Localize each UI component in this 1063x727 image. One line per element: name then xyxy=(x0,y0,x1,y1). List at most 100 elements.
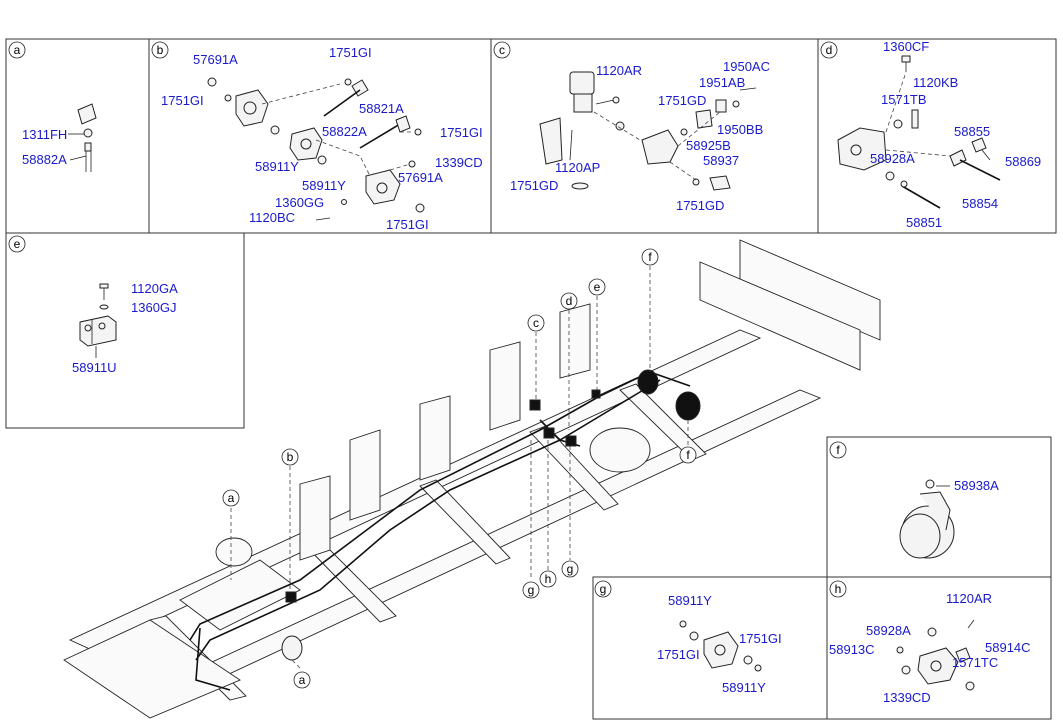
part-label-58914C: 58914C xyxy=(985,640,1031,655)
brake-chamber-f-lower xyxy=(675,391,701,421)
part-label-1751GD-3: 1751GD xyxy=(676,198,724,213)
part-label-58851: 58851 xyxy=(906,215,942,230)
part-label-58911Y-g1: 58911Y xyxy=(668,593,712,608)
part-label-58911Y-2: 58911Y xyxy=(302,178,346,193)
panel-f-parts xyxy=(899,479,955,559)
chassis-frame xyxy=(63,239,881,719)
panel-e-parts xyxy=(79,283,117,358)
part-label-58855: 58855 xyxy=(954,124,990,139)
part-label-1751GI-1: 1751GI xyxy=(329,45,372,60)
part-label-57691A-2: 57691A xyxy=(398,170,443,185)
part-label-58928A: 58928A xyxy=(870,151,915,166)
part-label-1311FH: 1311FH xyxy=(22,127,67,142)
part-label-58911Y-g2: 58911Y xyxy=(722,680,766,695)
panel-a-parts xyxy=(68,103,97,172)
part-label-1950BB: 1950BB xyxy=(717,122,763,137)
panel-b-parts xyxy=(207,77,425,221)
panel-e-frame xyxy=(5,232,245,429)
callout-a-2: a xyxy=(293,671,311,689)
part-label-1751GD-2: 1751GD xyxy=(510,178,558,193)
part-label-1120AP: 1120AP xyxy=(555,160,600,175)
part-label-58928A-h: 58928A xyxy=(866,623,911,638)
part-label-1751GI-g1: 1751GI xyxy=(739,631,782,646)
panel-f-letter: f xyxy=(829,441,847,459)
svg-text:h: h xyxy=(545,572,552,586)
part-label-1751GI-3: 1751GI xyxy=(440,125,483,140)
part-label-1751GI-2: 1751GI xyxy=(161,93,204,108)
svg-text:f: f xyxy=(836,443,840,457)
svg-text:a: a xyxy=(228,491,235,505)
svg-text:c: c xyxy=(499,43,505,57)
part-label-58882A: 58882A xyxy=(22,152,67,167)
part-label-1360GJ: 1360GJ xyxy=(131,300,177,315)
part-label-1360CF: 1360CF xyxy=(883,39,929,54)
panel-h-parts xyxy=(896,619,975,691)
part-label-58913C: 58913C xyxy=(829,642,875,657)
panel-d-parts xyxy=(837,55,1001,209)
part-label-1120BC: 1120BC xyxy=(249,210,295,225)
panel-c-parts xyxy=(539,71,757,191)
part-label-1339CD: 1339CD xyxy=(435,155,483,170)
callout-a-1: a xyxy=(222,489,240,507)
part-label-1571TC: 1571TC xyxy=(952,655,998,670)
svg-text:e: e xyxy=(594,280,601,294)
part-label-58854: 58854 xyxy=(962,196,998,211)
svg-text:a: a xyxy=(14,43,21,57)
callout-g-1: g xyxy=(522,581,540,599)
part-label-1360GG: 1360GG xyxy=(275,195,324,210)
panel-h-letter: h xyxy=(829,580,847,598)
panel-g-parts xyxy=(679,620,762,672)
brake-chamber-f-upper xyxy=(637,369,659,395)
part-label-1751GD-1: 1751GD xyxy=(658,93,706,108)
part-label-1571TB: 1571TB xyxy=(881,92,927,107)
part-label-1120AR: 1120AR xyxy=(596,63,642,78)
callout-f-2: f xyxy=(679,446,697,464)
part-label-58822A: 58822A xyxy=(322,124,367,139)
panel-d-frame xyxy=(817,38,1057,234)
panel-c-letter: c xyxy=(493,41,511,59)
part-label-58937: 58937 xyxy=(703,153,739,168)
panel-e-letter: e xyxy=(8,235,26,253)
part-label-58821A: 58821A xyxy=(359,101,404,116)
part-label-1951AB: 1951AB xyxy=(699,75,745,90)
brake-pipe-routing xyxy=(189,371,691,691)
svg-text:d: d xyxy=(826,43,833,57)
svg-text:f: f xyxy=(686,448,690,462)
part-label-58938A: 58938A xyxy=(954,478,999,493)
callout-leaders xyxy=(230,266,689,669)
panel-h-frame xyxy=(826,576,1052,720)
panel-b-letter: b xyxy=(151,41,169,59)
part-label-1339CD-h: 1339CD xyxy=(883,690,931,705)
callout-b: b xyxy=(281,448,299,466)
part-label-1751GI-4: 1751GI xyxy=(386,217,429,232)
part-label-58911Y-1: 58911Y xyxy=(255,159,299,174)
part-label-1120KB: 1120KB xyxy=(913,75,958,90)
panel-a-letter: a xyxy=(8,41,26,59)
svg-text:h: h xyxy=(835,582,842,596)
svg-text:b: b xyxy=(157,43,164,57)
part-label-1120AR-h: 1120AR xyxy=(946,591,992,606)
part-label-58911U: 58911U xyxy=(72,360,117,375)
part-label-1120GA: 1120GA xyxy=(131,281,178,296)
svg-text:a: a xyxy=(299,673,306,687)
callout-h: h xyxy=(539,570,557,588)
chassis-valve-parts xyxy=(281,389,601,661)
callout-c: c xyxy=(527,314,545,332)
svg-text:b: b xyxy=(287,450,294,464)
svg-text:d: d xyxy=(566,294,573,308)
panel-d-letter: d xyxy=(820,41,838,59)
callout-g-2: g xyxy=(561,560,579,578)
svg-text:g: g xyxy=(600,582,607,596)
svg-text:g: g xyxy=(528,583,535,597)
part-label-58925B: 58925B xyxy=(686,138,731,153)
callout-e: e xyxy=(588,278,606,296)
part-label-1751GI-g2: 1751GI xyxy=(657,647,700,662)
callout-d: d xyxy=(560,292,578,310)
svg-text:e: e xyxy=(14,237,21,251)
part-label-57691A: 57691A xyxy=(193,52,238,67)
panel-g-letter: g xyxy=(594,580,612,598)
part-label-58869: 58869 xyxy=(1005,154,1041,169)
svg-text:g: g xyxy=(567,562,574,576)
svg-text:f: f xyxy=(648,250,652,264)
